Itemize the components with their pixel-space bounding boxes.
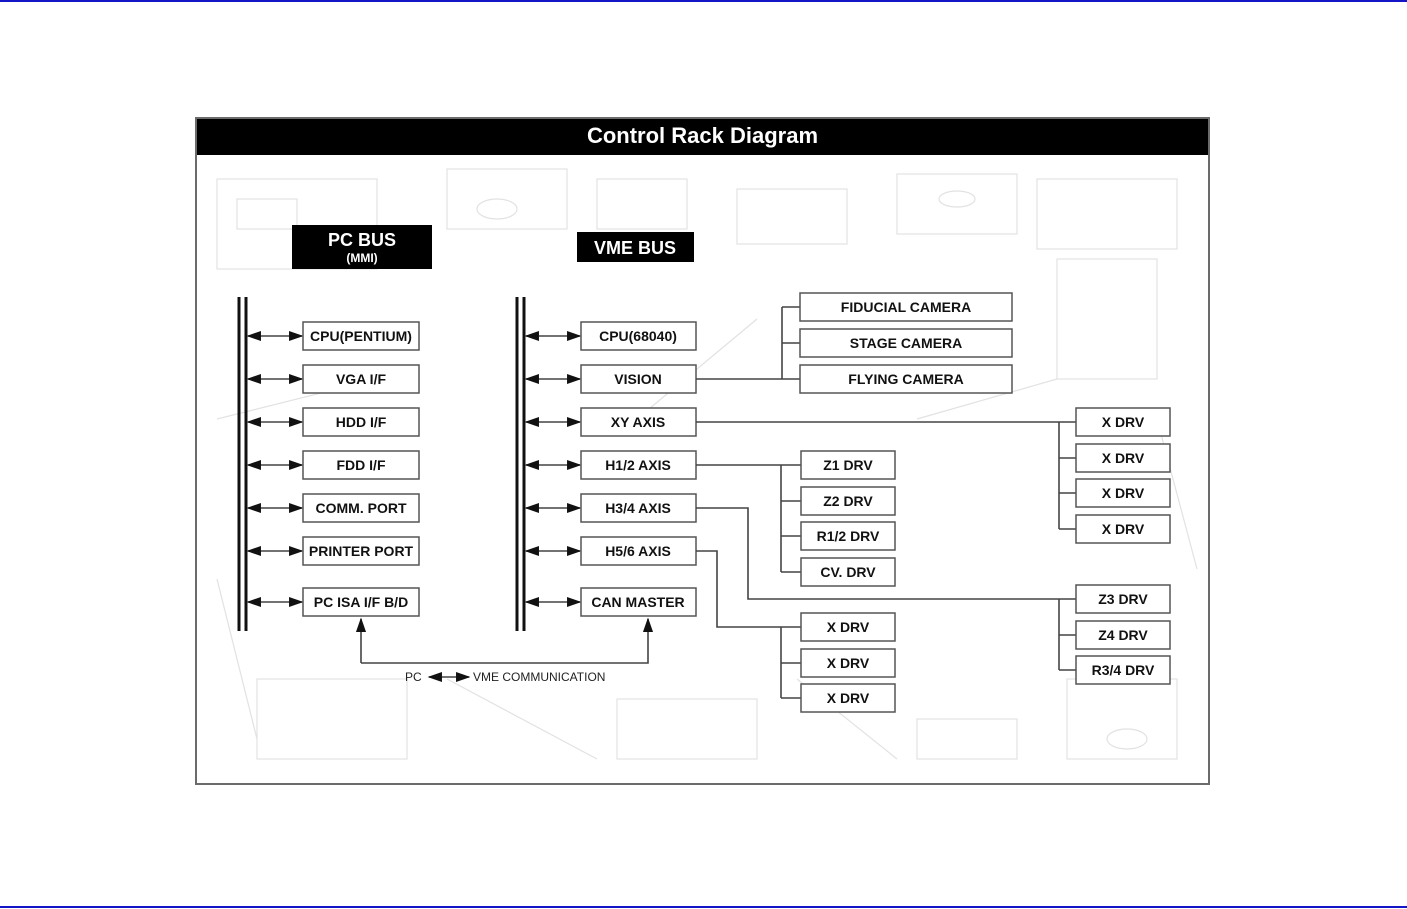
vme-bus-label: VME BUS xyxy=(577,232,694,262)
h12-drive-r12: R1/2 DRV xyxy=(800,521,896,551)
svg-text:PC ISA I/F B/D: PC ISA I/F B/D xyxy=(314,594,408,610)
pc-module-fdd-if: FDD I/F xyxy=(302,450,420,480)
vme-module-h34-axis: H3/4 AXIS xyxy=(580,493,697,523)
comm-label-pc: PC xyxy=(405,670,422,684)
svg-text:VGA I/F: VGA I/F xyxy=(336,371,386,387)
pc-module-comm-port: COMM. PORT xyxy=(302,493,420,523)
svg-text:X DRV: X DRV xyxy=(1102,450,1145,466)
svg-text:FDD I/F: FDD I/F xyxy=(337,457,386,473)
diagram-title: Control Rack Diagram xyxy=(197,119,1208,155)
pc-module-printer-port: PRINTER PORT xyxy=(302,536,420,566)
h34-drive-z4: Z4 DRV xyxy=(1075,620,1171,650)
xy-drive-x2: X DRV xyxy=(1075,443,1171,473)
vme-module-xy-axis: XY AXIS xyxy=(580,407,697,437)
camera-fiducial: FIDUCIAL CAMERA xyxy=(799,292,1013,322)
svg-text:X DRV: X DRV xyxy=(1102,414,1145,430)
h34-drive-r34: R3/4 DRV xyxy=(1075,655,1171,685)
pc-module-vga-if: VGA I/F xyxy=(302,364,420,394)
pc-bus-subtitle: (MMI) xyxy=(346,251,377,265)
svg-text:Z2 DRV: Z2 DRV xyxy=(823,493,873,509)
xy-drive-x4: X DRV xyxy=(1075,514,1171,544)
svg-text:CPU(68040): CPU(68040) xyxy=(599,328,677,344)
svg-text:Z4 DRV: Z4 DRV xyxy=(1098,627,1148,643)
control-rack-diagram: PC BUS (MMI) VME BUS CPU(PENTIUM) VGA xyxy=(216,168,1198,760)
svg-text:X DRV: X DRV xyxy=(827,655,870,671)
svg-text:FIDUCIAL CAMERA: FIDUCIAL CAMERA xyxy=(841,299,971,315)
h12-drive-wiring xyxy=(696,464,801,573)
svg-text:X DRV: X DRV xyxy=(827,690,870,706)
h12-drive-z2: Z2 DRV xyxy=(800,486,896,516)
diagram-frame: Control Rack Diagram xyxy=(195,117,1210,785)
svg-text:HDD I/F: HDD I/F xyxy=(336,414,387,430)
vme-module-cpu-68040: CPU(68040) xyxy=(580,321,697,351)
h34-drive-wiring xyxy=(696,507,1076,671)
h34-drive-z3: Z3 DRV xyxy=(1075,584,1171,614)
svg-text:STAGE CAMERA: STAGE CAMERA xyxy=(850,335,963,351)
svg-text:CV. DRV: CV. DRV xyxy=(820,564,876,580)
svg-text:CAN MASTER: CAN MASTER xyxy=(591,594,684,610)
vme-bus-title: VME BUS xyxy=(594,238,676,258)
vme-bus-modules: CPU(68040) VISION XY AXIS H1/2 AXIS H3/4… xyxy=(524,321,697,617)
xy-drive-x3: X DRV xyxy=(1075,478,1171,508)
vision-camera-wiring xyxy=(696,306,800,380)
vme-module-h12-axis: H1/2 AXIS xyxy=(580,450,697,480)
h56-drive-x1: X DRV xyxy=(800,612,896,642)
svg-text:PRINTER PORT: PRINTER PORT xyxy=(309,543,414,559)
camera-flying: FLYING CAMERA xyxy=(799,364,1013,394)
pc-bus-backbone xyxy=(237,297,248,631)
pc-module-cpu-pentium: CPU(PENTIUM) xyxy=(302,321,420,351)
camera-stage: STAGE CAMERA xyxy=(799,328,1013,358)
comm-label-vme: VME COMMUNICATION xyxy=(473,670,605,684)
svg-text:X DRV: X DRV xyxy=(1102,485,1145,501)
vme-module-vision: VISION xyxy=(580,364,697,394)
h12-drive-z1: Z1 DRV xyxy=(800,450,896,480)
pc-bus-label: PC BUS (MMI) xyxy=(292,225,432,269)
pc-bus-title: PC BUS xyxy=(328,230,396,250)
h56-drive-x3: X DRV xyxy=(800,683,896,713)
pc-module-hdd-if: HDD I/F xyxy=(302,407,420,437)
svg-text:R1/2 DRV: R1/2 DRV xyxy=(817,528,880,544)
vme-module-can-master: CAN MASTER xyxy=(580,587,697,617)
svg-text:X DRV: X DRV xyxy=(1102,521,1145,537)
svg-text:Z3 DRV: Z3 DRV xyxy=(1098,591,1148,607)
svg-text:VISION: VISION xyxy=(614,371,661,387)
h12-drive-cv: CV. DRV xyxy=(800,557,896,587)
xy-drive-x1: X DRV xyxy=(1075,407,1171,437)
top-rule xyxy=(0,0,1407,2)
vme-module-h56-axis: H5/6 AXIS xyxy=(580,536,697,566)
svg-text:R3/4 DRV: R3/4 DRV xyxy=(1092,662,1155,678)
h56-drive-wiring xyxy=(696,550,801,699)
svg-text:X DRV: X DRV xyxy=(827,619,870,635)
svg-text:COMM. PORT: COMM. PORT xyxy=(316,500,407,516)
bottom-rule xyxy=(0,906,1407,908)
svg-text:H3/4 AXIS: H3/4 AXIS xyxy=(605,500,671,516)
pc-vme-communication-link xyxy=(355,617,654,683)
svg-text:FLYING CAMERA: FLYING CAMERA xyxy=(848,371,963,387)
h56-drive-x2: X DRV xyxy=(800,648,896,678)
svg-text:H1/2 AXIS: H1/2 AXIS xyxy=(605,457,671,473)
vme-bus-backbone xyxy=(515,297,526,631)
svg-text:Z1 DRV: Z1 DRV xyxy=(823,457,873,473)
svg-text:H5/6 AXIS: H5/6 AXIS xyxy=(605,543,671,559)
xy-drive-wiring xyxy=(696,421,1076,530)
pc-module-isa-if-bd: PC ISA I/F B/D xyxy=(302,587,420,617)
svg-text:CPU(PENTIUM): CPU(PENTIUM) xyxy=(310,328,412,344)
pc-bus-modules: CPU(PENTIUM) VGA I/F HDD I/F FDD I/F COM… xyxy=(246,321,420,617)
svg-text:XY AXIS: XY AXIS xyxy=(611,414,665,430)
